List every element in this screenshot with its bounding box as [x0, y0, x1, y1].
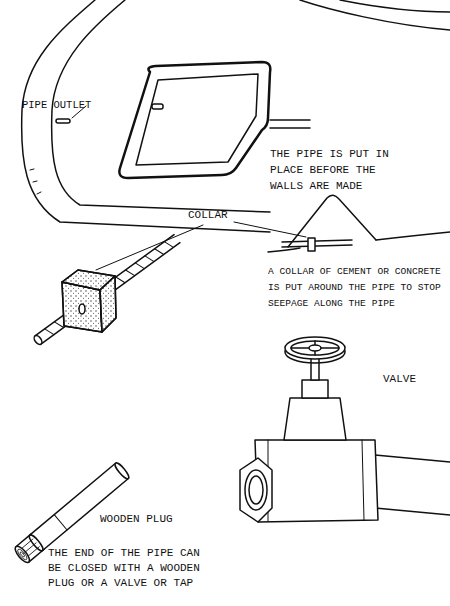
part-label: VALVE	[383, 372, 416, 386]
note-text: THE END OF THE PIPE CAN BE CLOSED WITH A…	[48, 546, 213, 591]
collar-pipe-drawing	[33, 235, 180, 346]
part-label: WOODEN PLUG	[100, 512, 173, 526]
dam-section-drawing	[96, 195, 450, 270]
note-text: A COLLAR OF CEMENT OR CONCRETE IS PUT AR…	[268, 264, 446, 312]
note-text: THE PIPE IS PUT IN PLACE BEFORE THE WALL…	[270, 146, 395, 194]
tank-drawing	[22, 0, 450, 232]
valve-drawing	[240, 337, 450, 522]
part-label: COLLAR	[188, 208, 228, 222]
part-label: PIPE OUTLET	[22, 98, 91, 112]
